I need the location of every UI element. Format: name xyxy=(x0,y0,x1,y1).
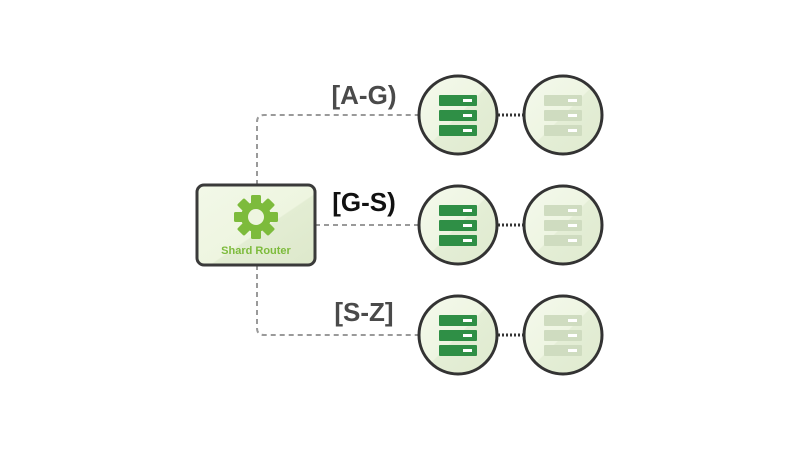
server-icon xyxy=(544,95,582,136)
shard-2-replica-node xyxy=(522,184,604,266)
shard-1-primary-node xyxy=(417,74,499,156)
replica-connectors xyxy=(498,113,524,337)
gear-icon xyxy=(234,195,278,239)
shard-label-2: [G-S) xyxy=(332,187,396,217)
shard-3-primary-node xyxy=(417,294,499,376)
server-icon xyxy=(439,205,477,246)
shard-1-replica-node xyxy=(522,74,604,156)
server-icon xyxy=(544,205,582,246)
router-connectors xyxy=(256,114,418,336)
shard-3-replica-node xyxy=(522,294,604,376)
server-icon xyxy=(439,95,477,136)
shard-router: Shard Router xyxy=(195,183,317,267)
shard-labels: [A-G) [G-S) [S-Z] xyxy=(332,80,397,327)
router-label: Shard Router xyxy=(221,245,291,257)
shard-2-primary-node xyxy=(417,184,499,266)
shard-label-1: [A-G) xyxy=(332,80,397,110)
server-icon xyxy=(439,315,477,356)
server-icon xyxy=(544,315,582,356)
connector-to-shard-3 xyxy=(256,265,418,336)
shard-label-3: [S-Z] xyxy=(334,297,393,327)
connector-to-shard-1 xyxy=(256,114,418,185)
